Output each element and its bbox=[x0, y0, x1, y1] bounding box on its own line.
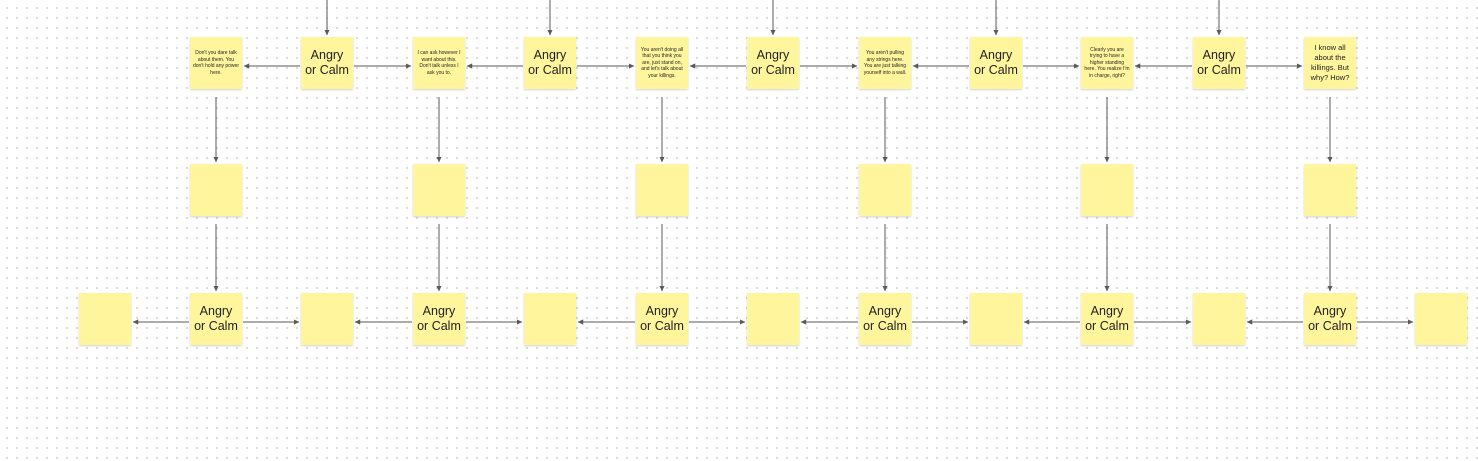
dialogue-sticky-3[interactable]: You aren't doing all that you think you … bbox=[636, 37, 688, 89]
decision-sticky-bottom-4[interactable]: Angry or Calm bbox=[859, 293, 911, 345]
blank-sticky-bottom-13[interactable] bbox=[1415, 293, 1467, 345]
decision-sticky-bottom-2[interactable]: Angry or Calm bbox=[413, 293, 465, 345]
decision-sticky-bottom-3-text: Angry or Calm bbox=[640, 304, 684, 333]
decision-sticky-top-5[interactable]: Angry or Calm bbox=[1193, 37, 1245, 89]
decision-sticky-bottom-3[interactable]: Angry or Calm bbox=[636, 293, 688, 345]
decision-sticky-bottom-4-text: Angry or Calm bbox=[863, 304, 907, 333]
dialogue-sticky-2-text: I can ask however I want about this. Don… bbox=[417, 50, 461, 76]
decision-sticky-top-4-text: Angry or Calm bbox=[974, 48, 1018, 77]
blank-sticky-bottom-9[interactable] bbox=[970, 293, 1022, 345]
blank-sticky-bottom-11[interactable] bbox=[1193, 293, 1245, 345]
decision-sticky-bottom-5[interactable]: Angry or Calm bbox=[1081, 293, 1133, 345]
dialogue-sticky-5-text: Clearly you are trying to have a higher … bbox=[1084, 46, 1130, 79]
blank-sticky-middle-1[interactable] bbox=[190, 164, 242, 216]
dialogue-sticky-5[interactable]: Clearly you are trying to have a higher … bbox=[1081, 37, 1133, 89]
blank-sticky-middle-4[interactable] bbox=[859, 164, 911, 216]
dialogue-sticky-4-text: You aren't pulling any strings here. You… bbox=[863, 50, 907, 76]
dialogue-sticky-4[interactable]: You aren't pulling any strings here. You… bbox=[859, 37, 911, 89]
decision-sticky-bottom-1-text: Angry or Calm bbox=[194, 304, 238, 333]
decision-sticky-top-3-text: Angry or Calm bbox=[751, 48, 795, 77]
decision-sticky-bottom-6-text: Angry or Calm bbox=[1308, 304, 1352, 333]
blank-sticky-middle-3[interactable] bbox=[636, 164, 688, 216]
dialogue-sticky-1-text: Don't you dare talk about them. You don'… bbox=[193, 50, 239, 76]
decision-sticky-bottom-6[interactable]: Angry or Calm bbox=[1304, 293, 1356, 345]
blank-sticky-bottom-3[interactable] bbox=[301, 293, 353, 345]
decision-sticky-bottom-2-text: Angry or Calm bbox=[417, 304, 461, 333]
decision-sticky-top-1[interactable]: Angry or Calm bbox=[301, 37, 353, 89]
blank-sticky-bottom-5[interactable] bbox=[524, 293, 576, 345]
decision-sticky-top-1-text: Angry or Calm bbox=[305, 48, 349, 77]
decision-sticky-bottom-5-text: Angry or Calm bbox=[1085, 304, 1129, 333]
blank-sticky-bottom-7[interactable] bbox=[747, 293, 799, 345]
decision-sticky-bottom-1[interactable]: Angry or Calm bbox=[190, 293, 242, 345]
blank-sticky-middle-6[interactable] bbox=[1304, 164, 1356, 216]
dialogue-sticky-1[interactable]: Don't you dare talk about them. You don'… bbox=[190, 37, 242, 89]
decision-sticky-top-2-text: Angry or Calm bbox=[528, 48, 572, 77]
blank-sticky-middle-5[interactable] bbox=[1081, 164, 1133, 216]
dialogue-sticky-2[interactable]: I can ask however I want about this. Don… bbox=[413, 37, 465, 89]
decision-sticky-top-2[interactable]: Angry or Calm bbox=[524, 37, 576, 89]
decision-sticky-top-5-text: Angry or Calm bbox=[1197, 48, 1241, 77]
dialogue-sticky-3-text: You aren't doing all that you think you … bbox=[640, 46, 684, 79]
decision-sticky-top-4[interactable]: Angry or Calm bbox=[970, 37, 1022, 89]
blank-sticky-middle-2[interactable] bbox=[413, 164, 465, 216]
dialogue-sticky-6-text: I know all about the killings. But why? … bbox=[1310, 43, 1350, 82]
blank-sticky-bottom-1[interactable] bbox=[79, 293, 131, 345]
decision-sticky-top-3[interactable]: Angry or Calm bbox=[747, 37, 799, 89]
dialogue-sticky-6[interactable]: I know all about the killings. But why? … bbox=[1304, 37, 1356, 89]
